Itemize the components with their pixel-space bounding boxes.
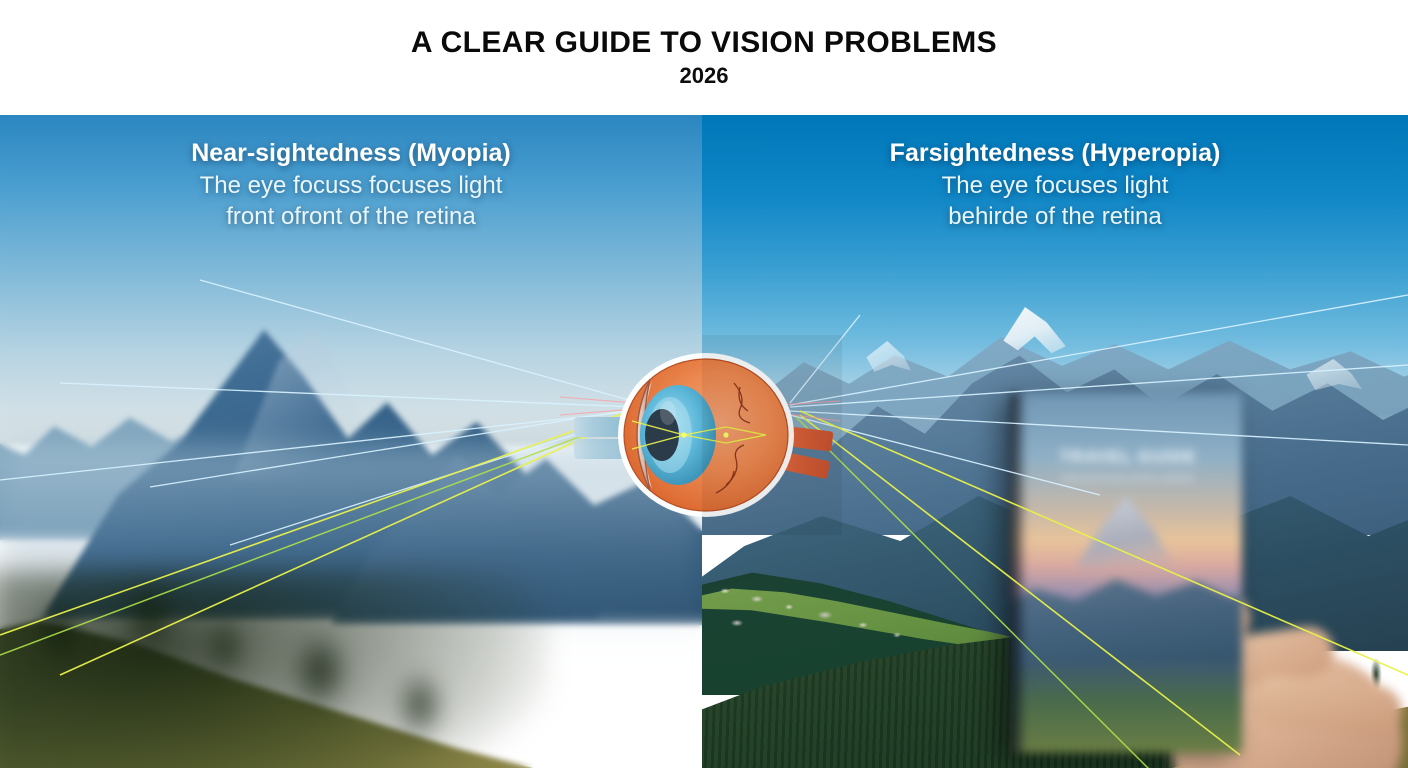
caption-myopia: Near-sightedness (Myopia) The eye focuss… — [0, 139, 702, 232]
caption-line-1: The eye focuss focuses light — [199, 172, 503, 199]
caption-title-myopia: Near-sightedness (Myopia) — [191, 139, 511, 167]
focal-point-left — [681, 432, 687, 438]
caption-line-1: The eye focuses light — [941, 172, 1169, 199]
magazine-subtitle: MOUNTAIN EXPLORER — [1061, 473, 1195, 485]
held-magazine: TRAVEL GUIDE MOUNTAIN EXPLORER — [1010, 393, 1242, 753]
eye-muscle — [574, 439, 626, 459]
caption-body-hyperopia: The eye focuses light behirde of the ret… — [702, 171, 1408, 232]
eye-split-shade — [702, 335, 842, 535]
caption-line-2: front ofront of the retina — [226, 202, 476, 230]
caption-title-hyperopia: Farsightedness (Hyperopia) — [889, 139, 1221, 167]
right-village-houses — [702, 573, 997, 653]
comparison-stage: TRAVEL GUIDE MOUNTAIN EXPLORER — [0, 115, 1408, 768]
caption-line-2: behirde of the retina — [948, 202, 1162, 230]
retina-vessels — [715, 382, 751, 494]
header-bar: A CLEAR GUIDE TO VISION PROBLEMS 2026 — [0, 0, 1408, 115]
page-year: 2026 — [679, 63, 729, 89]
magazine-spine — [1010, 393, 1024, 753]
caption-hyperopia: Farsightedness (Hyperopia) The eye focus… — [702, 139, 1408, 232]
magazine-title: TRAVEL GUIDE — [1059, 447, 1197, 466]
corneal-glare — [660, 401, 676, 425]
focal-point-right — [723, 432, 729, 438]
eye-diagram — [574, 335, 842, 535]
caption-body-myopia: The eye focuss focuses light front ofron… — [0, 171, 702, 232]
pupil — [645, 409, 679, 461]
page-title: A CLEAR GUIDE TO VISION PROBLEMS — [410, 25, 998, 59]
